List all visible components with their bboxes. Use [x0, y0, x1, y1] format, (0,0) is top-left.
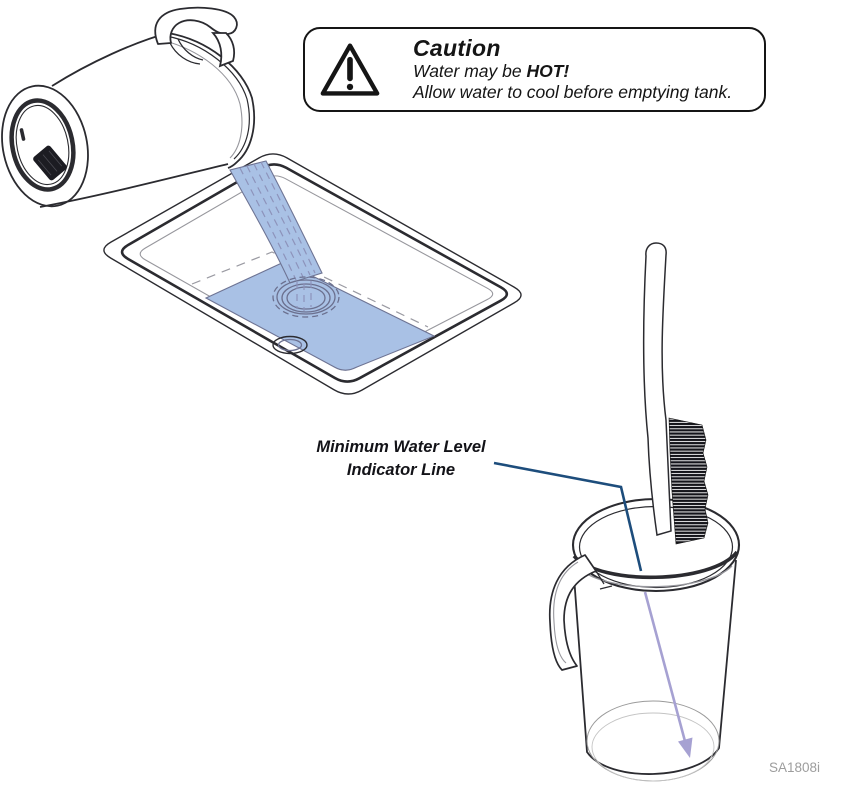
warning-triangle-icon [320, 42, 380, 96]
min-water-level-label: Minimum Water Level Indicator Line [280, 436, 522, 481]
caution-line-1: Water may be HOT! [413, 61, 570, 81]
figure-id: SA1808i [768, 760, 820, 775]
caution-box: Caution Water may be HOT! Allow water to… [303, 27, 766, 112]
caution-line-2: Allow water to cool before emptying tank… [413, 82, 733, 102]
caution-text-block: Caution Water may be HOT! Allow water to… [413, 36, 732, 103]
stream-flow-line [239, 167, 297, 281]
stream-flow-line [253, 163, 311, 276]
cleaning-brush [642, 242, 709, 545]
cup-handle [548, 554, 613, 671]
waterline-dashed-mark [191, 251, 429, 328]
label-line-1: Minimum Water Level [316, 438, 486, 456]
water-tank [1, 32, 256, 208]
measuring-cup [571, 497, 741, 782]
tank-spout-edge [167, 32, 256, 169]
label-leader-line [493, 461, 643, 572]
water-level-arrow [643, 591, 693, 758]
sink-drain [272, 276, 340, 318]
tank-valve [33, 145, 67, 181]
tank-bottom-edge [39, 163, 229, 208]
sink-secondary-hole [272, 335, 308, 355]
stream-flow-line [246, 165, 304, 278]
label-line-2: Indicator Line [346, 460, 456, 479]
tank-cap-slot [19, 128, 26, 141]
tank-handle [154, 6, 238, 68]
caution-title: Caution [413, 35, 501, 61]
water-stream [229, 160, 323, 284]
brush-bristles [668, 417, 709, 545]
cup-body [572, 559, 737, 775]
sink-water [204, 261, 436, 371]
stream-flow-line [260, 161, 316, 274]
brush-handle [642, 242, 672, 536]
